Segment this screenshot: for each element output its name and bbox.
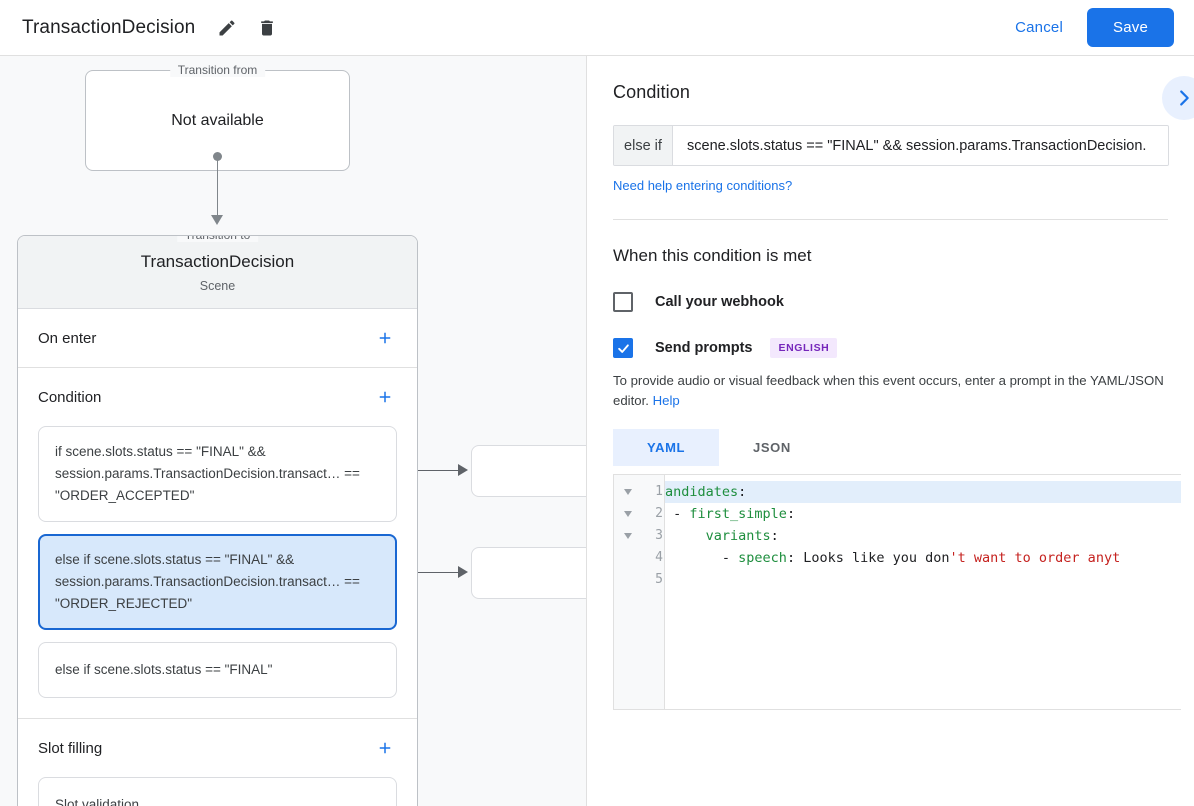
code-line[interactable]: andidates: bbox=[665, 481, 1181, 503]
chevron-down-icon bbox=[624, 489, 632, 495]
condition-panel-top: Condition else if scene.slots.status == … bbox=[587, 56, 1194, 220]
slot-validation-item[interactable]: Slot validation bbox=[38, 777, 397, 806]
slot-filling-title: Slot filling bbox=[38, 739, 103, 757]
transition-from-box: Transition from Not available bbox=[85, 63, 350, 171]
webhook-row: Call your webhook bbox=[613, 292, 1168, 312]
scene-card: Transition to TransactionDecision Scene … bbox=[17, 235, 418, 806]
connector-line-accepted bbox=[399, 469, 461, 472]
transition-from-legend: Transition from bbox=[169, 63, 266, 77]
pencil-icon[interactable] bbox=[213, 14, 241, 42]
code-token: : bbox=[786, 506, 796, 522]
code-line[interactable]: variants: bbox=[665, 525, 1181, 547]
chevron-down-icon bbox=[624, 511, 632, 517]
plus-icon-on-enter[interactable] bbox=[373, 326, 397, 350]
call-webhook-checkbox[interactable] bbox=[613, 292, 633, 312]
code-token: andidates bbox=[665, 484, 739, 500]
code-token: variants bbox=[705, 528, 771, 544]
section-condition: Condition if scene.slots.status == "FINA… bbox=[18, 368, 417, 719]
connector-arrow-rejected bbox=[458, 566, 468, 578]
code-line[interactable]: - speech: Looks like you don't want to o… bbox=[665, 547, 1181, 569]
condition-item-rejected[interactable]: else if scene.slots.status == "FINAL" &&… bbox=[38, 534, 397, 630]
on-enter-header: On enter bbox=[38, 309, 397, 367]
connector-line-rejected bbox=[399, 571, 461, 574]
when-condition-met-heading: When this condition is met bbox=[613, 246, 812, 265]
section-on-enter: On enter bbox=[18, 309, 417, 368]
scene-type: Scene bbox=[199, 279, 236, 293]
when-condition-met-section: When this condition is met Call your web… bbox=[587, 220, 1194, 710]
chevron-down-icon bbox=[624, 533, 632, 539]
plus-icon-condition[interactable] bbox=[373, 385, 397, 409]
top-bar: TransactionDecision Cancel Save bbox=[0, 0, 1194, 56]
line-number: 5 bbox=[655, 572, 663, 587]
code-token bbox=[665, 528, 706, 544]
chevron-right-icon[interactable] bbox=[1162, 76, 1194, 120]
editor-format-tabs: YAML JSON bbox=[613, 429, 1168, 466]
line-number: 3 bbox=[655, 528, 663, 543]
language-badge: ENGLISH bbox=[770, 338, 838, 358]
editor-fold-column bbox=[614, 475, 642, 709]
slot-filling-header: Slot filling bbox=[38, 719, 397, 777]
condition-prefix-label: else if bbox=[614, 126, 673, 165]
scene-name: TransactionDecision bbox=[140, 252, 295, 271]
fold-toggle-icon[interactable] bbox=[614, 503, 642, 525]
fold-toggle-icon bbox=[614, 547, 642, 569]
condition-panel-title: Condition bbox=[613, 82, 690, 102]
code-line[interactable]: - first_simple: bbox=[665, 503, 1181, 525]
send-prompts-checkbox[interactable] bbox=[613, 338, 633, 358]
code-token: - bbox=[665, 506, 690, 522]
condition-title: Condition bbox=[38, 388, 102, 406]
trash-icon[interactable] bbox=[253, 14, 281, 42]
code-token: : bbox=[786, 550, 804, 566]
connector-line-vertical bbox=[216, 156, 219, 218]
transition-to-legend: Transition to bbox=[176, 236, 259, 242]
condition-item-final[interactable]: else if scene.slots.status == "FINAL" bbox=[38, 642, 397, 698]
fold-toggle-icon[interactable] bbox=[614, 525, 642, 547]
plus-icon-slot-filling[interactable] bbox=[373, 736, 397, 760]
code-token: speech bbox=[738, 550, 787, 566]
condition-detail-panel: Condition else if scene.slots.status == … bbox=[586, 56, 1194, 806]
cancel-button[interactable]: Cancel bbox=[1003, 10, 1075, 45]
yaml-editor[interactable]: 1 2 3 4 5 andidates: - first_simple: variant… bbox=[613, 474, 1181, 710]
line-number: 2 bbox=[655, 506, 663, 521]
code-line[interactable] bbox=[665, 569, 1181, 591]
send-prompts-row: Send prompts ENGLISH bbox=[613, 338, 1168, 358]
connector-arrow-accepted bbox=[458, 464, 468, 476]
call-webhook-label: Call your webhook bbox=[655, 294, 784, 310]
page-title: TransactionDecision bbox=[22, 16, 196, 38]
code-token: - bbox=[665, 550, 739, 566]
condition-item-accepted[interactable]: if scene.slots.status == "FINAL" && sess… bbox=[38, 426, 397, 522]
tab-yaml[interactable]: YAML bbox=[613, 429, 720, 466]
transition-from-value: Not available bbox=[171, 111, 264, 129]
send-prompts-label: Send prompts bbox=[655, 340, 753, 356]
prompts-help-link[interactable]: Help bbox=[652, 393, 680, 408]
line-number: 4 bbox=[655, 550, 663, 565]
prompts-description-text: To provide audio or visual feedback when… bbox=[613, 373, 1164, 408]
scene-card-header: Transition to TransactionDecision Scene bbox=[18, 236, 417, 309]
editor-code-area[interactable]: andidates: - first_simple: variants: - s… bbox=[665, 475, 1181, 709]
code-token: first_simple bbox=[689, 506, 787, 522]
line-number: 1 bbox=[655, 484, 663, 499]
section-slot-filling: Slot filling Slot validation bbox=[18, 719, 417, 806]
tab-json[interactable]: JSON bbox=[753, 440, 791, 455]
condition-help-link[interactable]: Need help entering conditions? bbox=[613, 178, 793, 193]
fold-toggle-icon[interactable] bbox=[614, 481, 642, 503]
editor-line-numbers: 1 2 3 4 5 bbox=[642, 475, 665, 709]
condition-header: Condition bbox=[38, 368, 397, 426]
code-token: Looks like you don bbox=[803, 550, 950, 566]
save-button[interactable]: Save bbox=[1087, 8, 1174, 47]
fold-toggle-icon bbox=[614, 569, 642, 591]
prompts-description: To provide audio or visual feedback when… bbox=[613, 371, 1168, 411]
on-enter-title: On enter bbox=[38, 329, 97, 347]
condition-input-row[interactable]: else if scene.slots.status == "FINAL" &&… bbox=[613, 125, 1169, 166]
connector-arrow-down bbox=[211, 215, 223, 225]
panel-divider bbox=[613, 219, 1168, 220]
code-token: 't want to order anyt bbox=[949, 550, 1121, 566]
code-token: : bbox=[738, 484, 747, 500]
condition-expression-input[interactable]: scene.slots.status == "FINAL" && session… bbox=[673, 126, 1168, 165]
code-token: : bbox=[770, 528, 779, 544]
